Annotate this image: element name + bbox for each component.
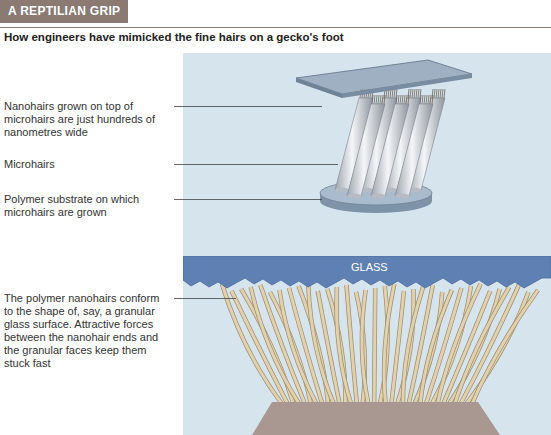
nanohair-bristle	[432, 95, 433, 104]
nanohair-bristle	[384, 95, 385, 104]
background-panel	[183, 53, 551, 435]
nanohair-bristle	[422, 95, 423, 104]
nanohair-bristle	[442, 89, 443, 98]
nanohair-bristle	[372, 95, 373, 104]
nanohair-bristle	[426, 95, 427, 104]
rule-line	[0, 27, 551, 28]
nanohair-outline	[466, 292, 528, 404]
nanohair-bristle	[374, 95, 375, 104]
leader-line	[174, 106, 322, 107]
nanohair-bristle	[378, 95, 379, 104]
nanohair-bristle	[430, 95, 431, 104]
glass-band: GLASS	[183, 256, 551, 292]
nanohair-outline	[472, 290, 538, 404]
nanohair-bristle	[376, 95, 377, 104]
callout-label: Polymer substrate on which microhairs ar…	[4, 193, 170, 219]
leader-line	[174, 298, 236, 299]
nanohair	[420, 290, 452, 404]
nanohair	[466, 292, 528, 404]
microhair-body	[395, 104, 433, 196]
nanohair-bristle	[394, 89, 395, 98]
nanohair-bristle	[444, 89, 445, 98]
microhair-assembly	[296, 60, 472, 213]
nanohair-base	[252, 402, 500, 435]
nanohair-bristle	[396, 95, 397, 104]
leader-line	[174, 199, 322, 200]
nanohair-outline	[374, 288, 375, 404]
title: A REPTILIAN GRIP	[0, 0, 128, 23]
nanohair	[460, 285, 518, 404]
leader-line	[174, 164, 338, 165]
nanohair	[362, 290, 368, 404]
nanohair-bristle	[402, 95, 403, 104]
nanohair-bristle	[428, 95, 429, 104]
nanohair-bristle	[400, 95, 401, 104]
nanohair-bristle	[424, 95, 425, 104]
glass-surface	[183, 256, 551, 288]
nanohair-bristle	[416, 89, 417, 98]
nanohair-bristle	[440, 89, 441, 98]
nanohair-outline	[420, 290, 452, 404]
callout-label: Microhairs	[4, 158, 170, 171]
microhair-foot	[395, 194, 409, 199]
nanohair-strands	[222, 284, 538, 404]
nanohair-outline	[443, 291, 490, 404]
callout-label: The polymer nanohairs conform to the sha…	[4, 292, 170, 370]
microhair	[395, 95, 433, 199]
nanohair-bristle	[434, 89, 435, 98]
nanohair	[443, 291, 490, 404]
nanohair-bristle	[410, 89, 411, 98]
nanohair-bristle	[438, 89, 439, 98]
callout-label: Nanohairs grown on top of microhairs are…	[4, 100, 170, 139]
subtitle: How engineers have mimicked the fine hai…	[4, 31, 544, 44]
nanohair	[346, 285, 356, 404]
nanohair-bristle	[412, 89, 413, 98]
glass-plate-edge	[296, 78, 342, 98]
nanohair-outline	[362, 290, 368, 404]
microhair-foot	[371, 194, 385, 199]
nanohair-bristle	[382, 95, 383, 104]
nanohair-bristle	[380, 95, 381, 104]
nanohair-bristle	[392, 89, 393, 98]
nanohair	[472, 290, 538, 404]
microhair-foot	[347, 194, 361, 199]
nanohair-outline	[346, 285, 356, 404]
nanohair	[374, 288, 375, 404]
nanohair-bristle	[420, 95, 421, 104]
band-label: GLASS	[351, 261, 388, 274]
microhair-foot	[335, 188, 349, 193]
nanohair-bristle	[406, 95, 407, 104]
nanohair-bristle	[404, 95, 405, 104]
nanohair-bristle	[408, 95, 409, 104]
nanohair-bristle	[414, 89, 415, 98]
glass-plate-edge	[342, 74, 472, 98]
nanohair-bristle	[418, 89, 419, 98]
nanohair-outline	[460, 285, 518, 404]
nanohair-bristle	[398, 95, 399, 104]
nanohair-bristle	[436, 89, 437, 98]
